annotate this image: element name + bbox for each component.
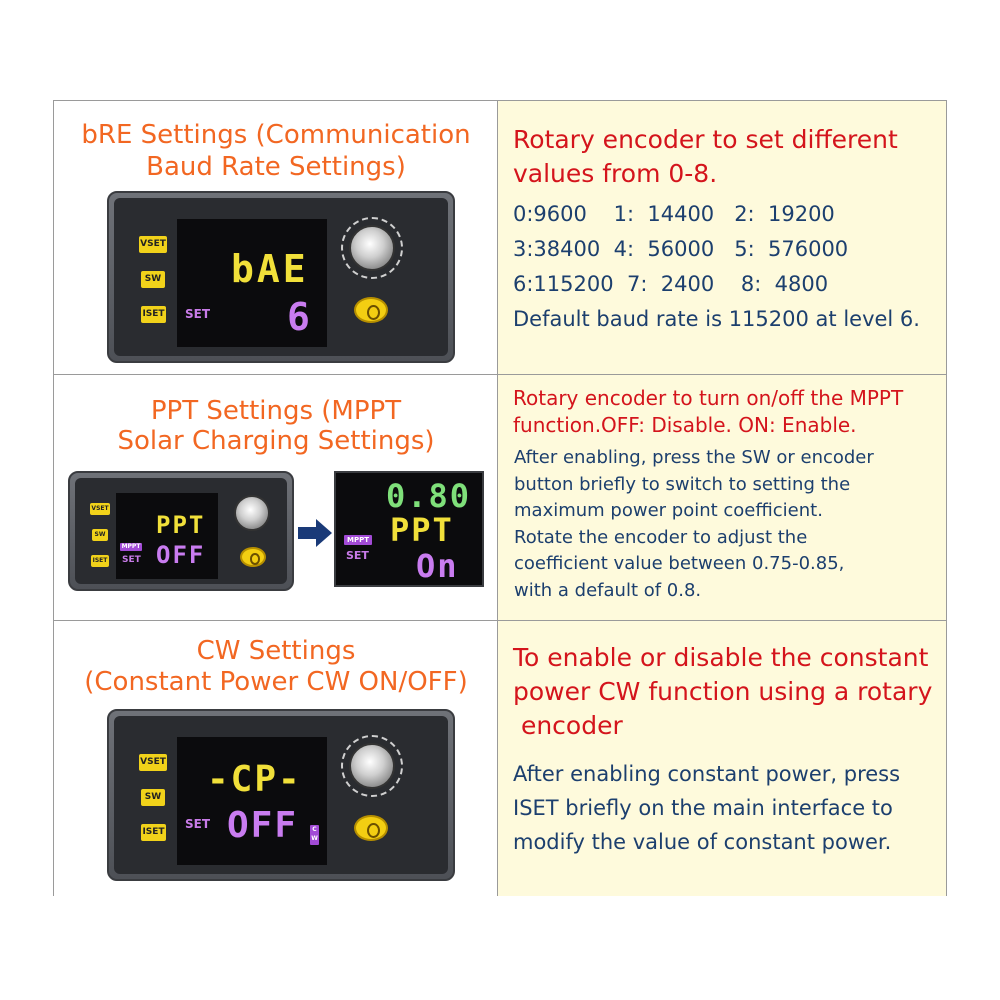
ppt-body-line-5: coefficient value between 0.75-0.85, — [514, 553, 845, 574]
settings-table: bRE Settings (Communication Baud Rate Se… — [53, 100, 947, 896]
ppt-body-line-3: maximum power point coefficient. — [514, 500, 823, 521]
bre-title-line-2: Baud Rate Settings) — [146, 152, 406, 182]
cw-heading-line-2: power CW function using a rotary — [513, 677, 933, 706]
cw-body-line-1: After enabling constant power, press — [513, 762, 901, 786]
bre-image-cell: bRE Settings (Communication Baud Rate Se… — [54, 101, 498, 374]
iset-key: ISET — [141, 306, 166, 323]
ppt-image-cell: PPT Settings (MPPT Solar Charging Settin… — [54, 375, 498, 620]
bre-body-line-1: 0:9600 1: 14400 2: 19200 — [513, 202, 835, 226]
cw-body-line-2: ISET briefly on the main interface to — [513, 796, 893, 820]
display-line-1: -CP- — [207, 759, 302, 800]
arrow-right-icon — [298, 519, 332, 547]
mppt-badge: MPPT — [344, 535, 372, 545]
cw-device: VSET SW ISET SET -CP- OFF CW — [107, 709, 455, 881]
cw-heading-line-1: To enable or disable the constant — [513, 643, 929, 672]
sw-key: SW — [141, 789, 165, 806]
ppt-title-line-1: PPT Settings (MPPT — [150, 396, 402, 426]
ppt-heading-line-2: function.OFF: Disable. ON: Enable. — [513, 413, 857, 437]
display-line-2: 6 — [287, 295, 313, 339]
vset-key: VSET — [139, 236, 167, 253]
power-button-icon — [240, 547, 266, 567]
ppt-device: VSET SW ISET MPPT SET PPT OFF — [68, 471, 294, 591]
bre-display: SET bAE 6 — [177, 219, 327, 347]
cw-title-line-1: CW Settings — [196, 636, 356, 666]
ppt-description-cell: Rotary encoder to turn on/off the MPPT f… — [498, 375, 946, 620]
zoom-line-1: 0.80 — [386, 477, 472, 515]
ppt-body-line-4: Rotate the encoder to adjust the — [514, 526, 808, 548]
ppt-zoom-display: 0.80 MPPT SET PPT On — [334, 471, 484, 587]
cw-image-cell: CW Settings (Constant Power CW ON/OFF) V… — [54, 621, 498, 896]
ppt-display: MPPT SET PPT OFF — [116, 493, 218, 579]
iset-key: ISET — [141, 824, 166, 841]
bre-settings-row: bRE Settings (Communication Baud Rate Se… — [54, 101, 946, 375]
bre-body-line-4: Default baud rate is 115200 at level 6. — [513, 307, 920, 331]
cw-heading-line-3: encoder — [513, 711, 623, 740]
cw-display: SET -CP- OFF CW — [177, 737, 327, 865]
bre-body-line-2: 3:38400 4: 56000 5: 576000 — [513, 237, 849, 261]
zoom-line-3: On — [416, 547, 459, 585]
display-line-2: OFF — [156, 541, 206, 569]
display-line-1: bAE — [231, 247, 309, 291]
display-line-1: PPT — [156, 511, 206, 539]
ppt-heading-line-1: Rotary encoder to turn on/off the MPPT — [513, 386, 904, 410]
vset-key: VSET — [139, 754, 167, 771]
sw-key: SW — [141, 271, 165, 288]
set-label: SET — [122, 555, 141, 565]
ppt-title-line-2: Solar Charging Settings) — [117, 426, 435, 456]
ppt-body-line-2: button briefly to switch to setting the — [514, 473, 851, 495]
cw-description-cell: To enable or disable the constant power … — [498, 621, 946, 896]
zoom-line-2: PPT — [390, 511, 454, 549]
ppt-body-line-6: with a default of 0.8. — [514, 579, 702, 601]
power-button-icon — [354, 297, 388, 323]
ppt-settings-row: PPT Settings (MPPT Solar Charging Settin… — [54, 375, 946, 621]
vset-key: VSET — [90, 503, 110, 515]
bre-heading-line-1: Rotary encoder to set different — [513, 125, 898, 154]
rotary-encoder-knob — [349, 225, 395, 271]
bre-description-cell: Rotary encoder to set different values f… — [498, 101, 946, 374]
rotary-encoder-knob — [234, 495, 270, 531]
cw-badge: CW — [310, 825, 319, 845]
bre-title-line-1: bRE Settings (Communication — [81, 120, 471, 150]
bre-body-line-3: 6:115200 7: 2400 8: 4800 — [513, 272, 829, 296]
cw-title-line-2: (Constant Power CW ON/OFF) — [84, 667, 468, 697]
iset-key: ISET — [91, 555, 109, 567]
sw-key: SW — [92, 529, 108, 541]
ppt-body-line-1: After enabling, press the SW or encoder — [514, 447, 874, 468]
set-label: SET — [185, 307, 211, 321]
set-label: SET — [185, 817, 211, 831]
mppt-badge: MPPT — [120, 543, 142, 551]
rotary-encoder-knob — [349, 743, 395, 789]
cw-settings-row: CW Settings (Constant Power CW ON/OFF) V… — [54, 621, 946, 896]
bre-heading-line-2: values from 0-8. — [513, 159, 718, 188]
set-label: SET — [346, 549, 369, 562]
display-line-2: OFF — [227, 805, 299, 846]
power-button-icon — [354, 815, 388, 841]
cw-body-line-3: modify the value of constant power. — [513, 830, 892, 854]
bre-device: VSET SW ISET SET bAE 6 — [107, 191, 455, 363]
